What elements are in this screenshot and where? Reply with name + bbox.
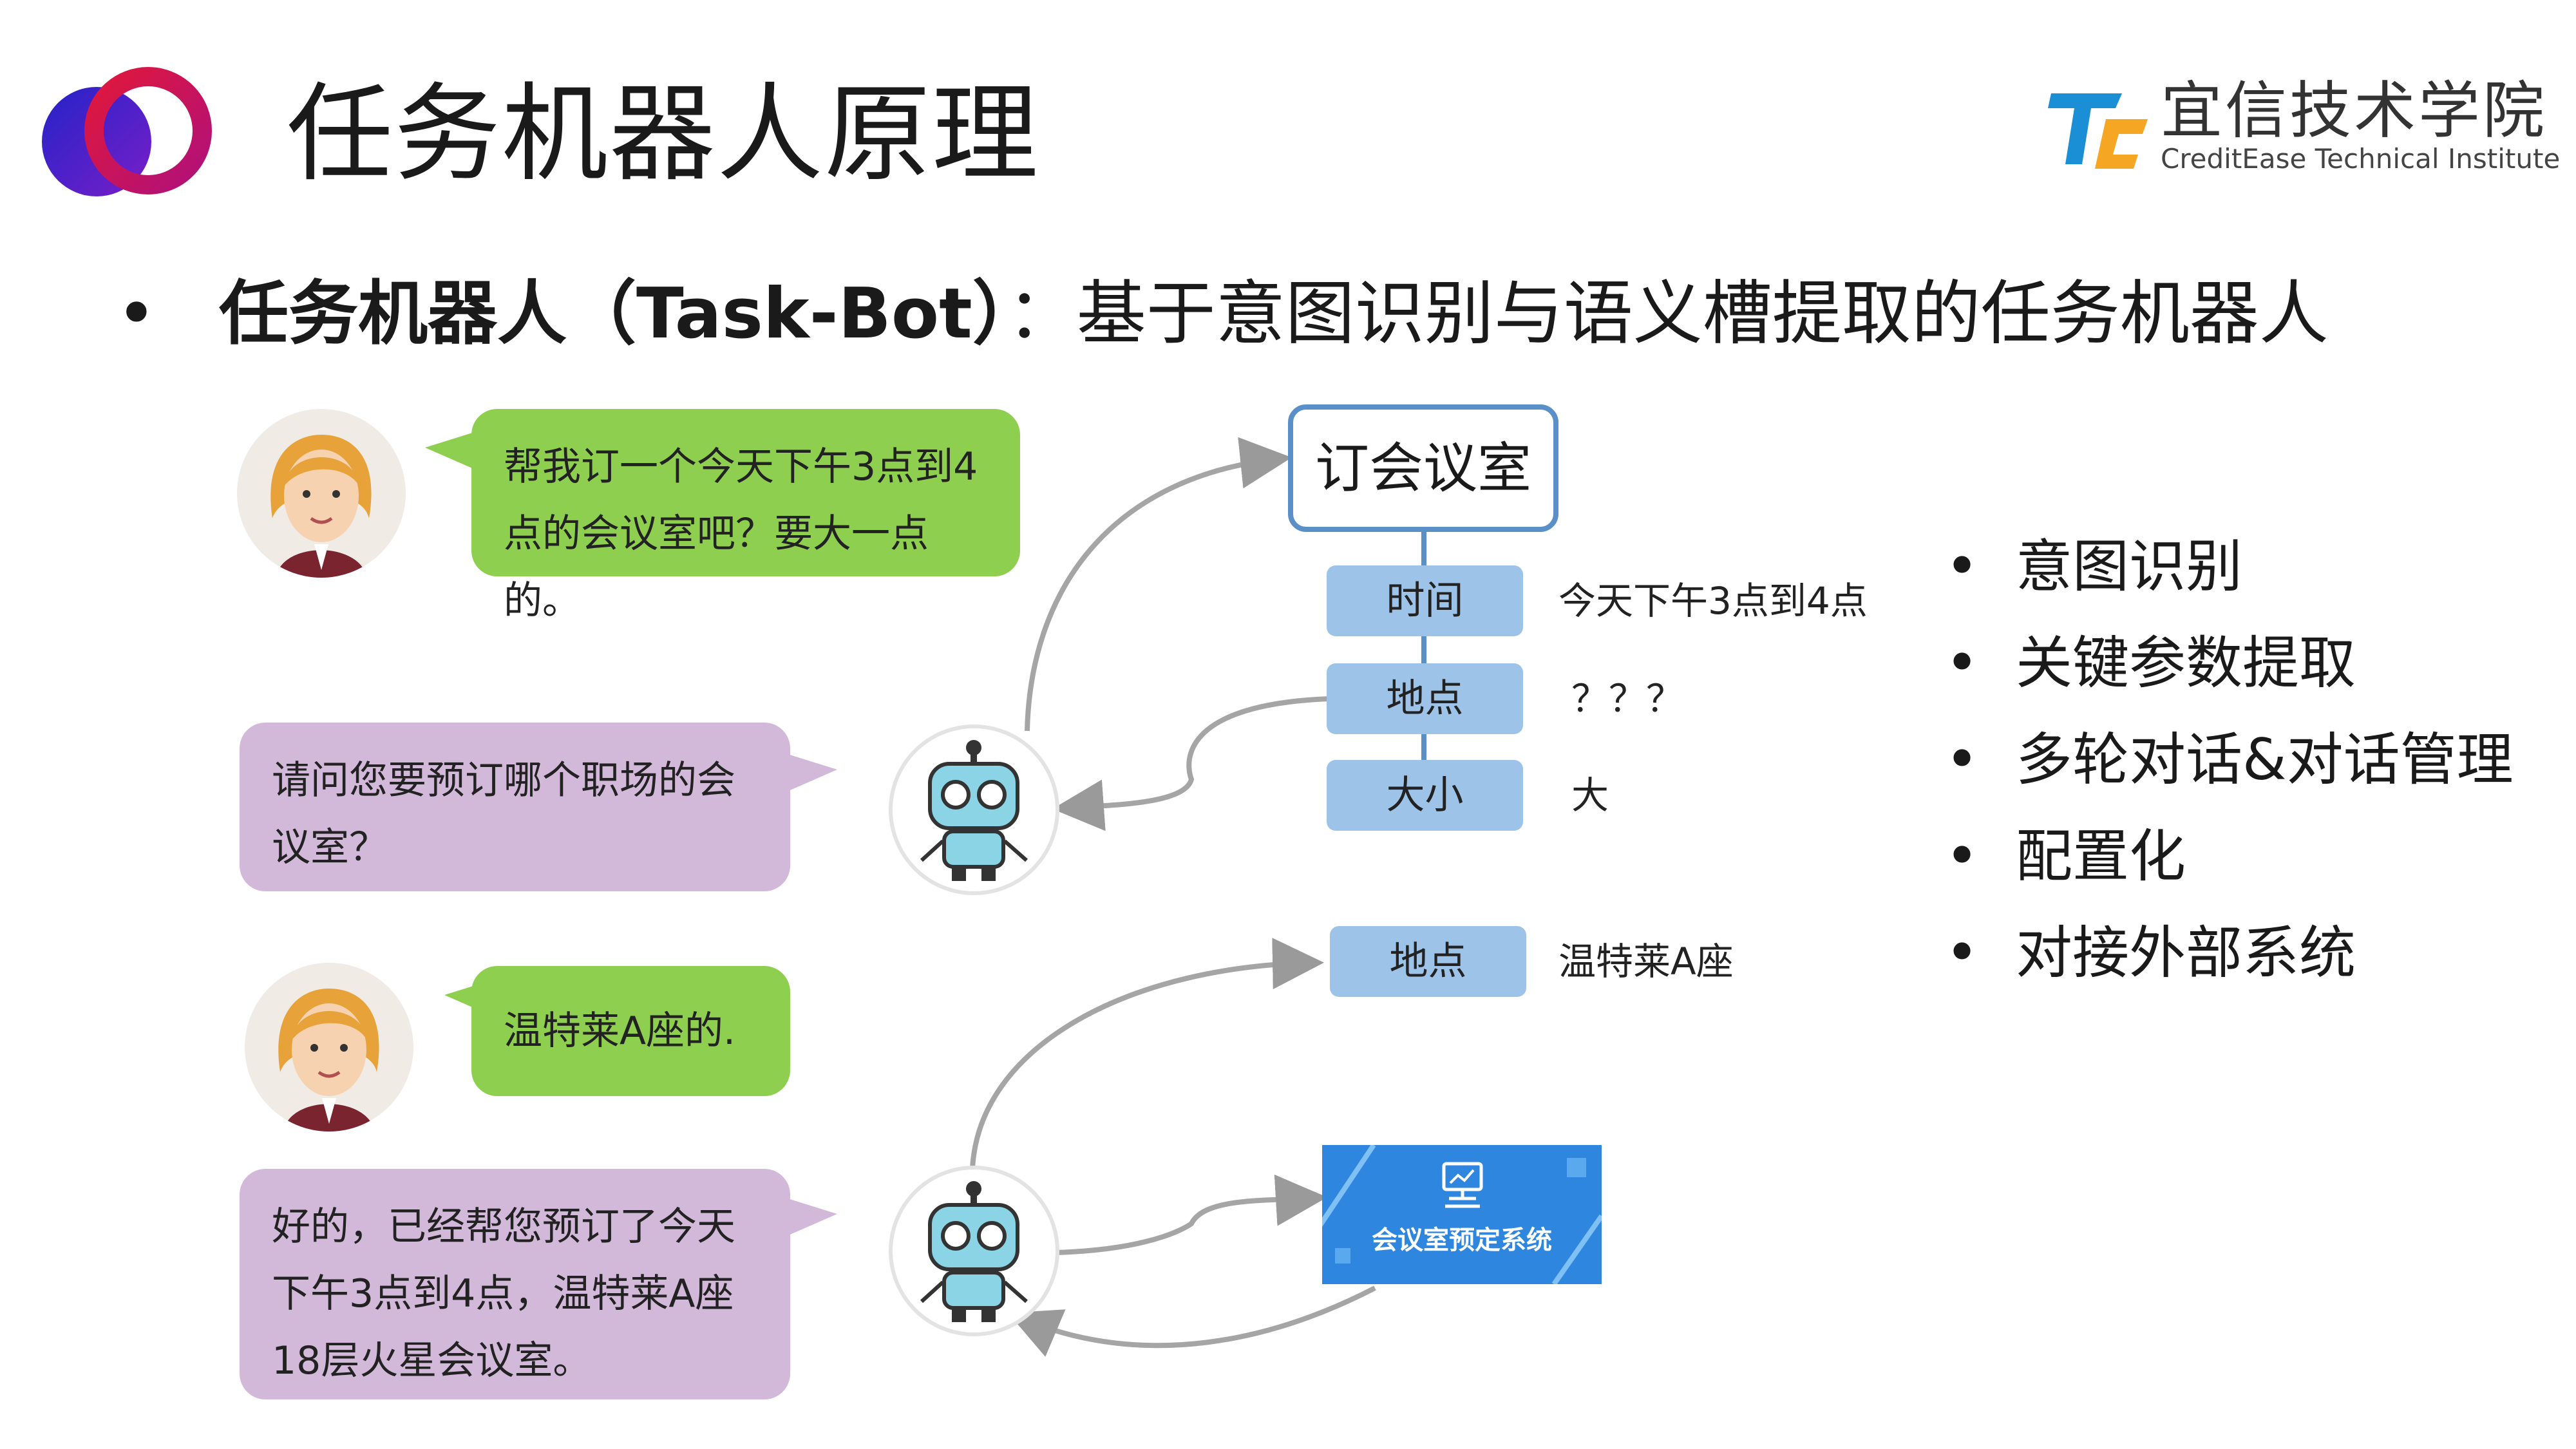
bubble-tail [786,753,837,792]
system-label: 会议室预定系统 [1372,1226,1552,1255]
brand-name-en: CreditEase Technical Institute [2161,143,2561,175]
system-decoration [1322,1145,1602,1284]
user-message-2: 温特莱A座的. [471,966,790,1096]
heading-bullet: • [116,274,157,354]
robot-icon [889,724,1059,895]
brand-logo-icon [2048,93,2148,169]
slot-time-value: 今天下午3点到4点 [1558,579,1868,623]
feature-item-1: 意图识别 [2016,533,2243,600]
slot-location-filled: 地点 [1330,926,1526,997]
slot-size: 大小 [1327,760,1523,831]
slot-time: 时间 [1327,565,1523,636]
heading-rest: ：基于意图识别与语义槽提取的任务机器人 [1007,274,2329,354]
user-avatar-icon [245,963,413,1132]
feature-bullet: • [1945,822,1980,890]
heading-row: 任务机器人（Task-Bot）：基于意图识别与语义槽提取的任务机器人 [219,269,2329,359]
slot-size-value: 大 [1571,773,1609,817]
robot-icon [889,1166,1059,1336]
feature-item-3: 多轮对话&对话管理 [2016,726,2514,793]
slot-location: 地点 [1327,663,1523,734]
bot-message-2: 好的，已经帮您预订了今天下午3点到4点，温特莱A座18层火星会议室。 [240,1169,790,1399]
page-title: 任务机器人原理 [287,72,1039,196]
feature-item-4: 配置化 [2016,823,2186,889]
bubble-tail [425,431,477,470]
booking-system-box: 会议室预定系统 [1322,1145,1602,1284]
feature-item-2: 关键参数提取 [2016,630,2356,696]
bubble-tail [786,1198,837,1236]
feature-bullet: • [1945,919,1980,987]
monitor-icon [1442,1162,1483,1208]
feature-bullet: • [1945,533,1980,600]
feature-bullet: • [1945,726,1980,793]
user-message-1: 帮我订一个今天下午3点到4点的会议室吧？要大一点的。 [471,409,1020,623]
feature-bullet: • [1945,629,1980,697]
slot-location-value: ？？？ [1571,677,1684,721]
slot-location-filled-value: 温特莱A座 [1558,940,1734,983]
user-avatar-icon [237,409,406,578]
intent-box: 订会议室 [1288,404,1558,532]
brand-name-cn: 宜信技术学院 [2161,75,2547,147]
bot-message-1: 请问您要预订哪个职场的会议室？ [240,723,790,891]
feature-item-5: 对接外部系统 [2016,920,2356,986]
heading-bold: 任务机器人（Task-Bot） [219,274,1007,354]
logo-rings-icon [42,67,212,196]
